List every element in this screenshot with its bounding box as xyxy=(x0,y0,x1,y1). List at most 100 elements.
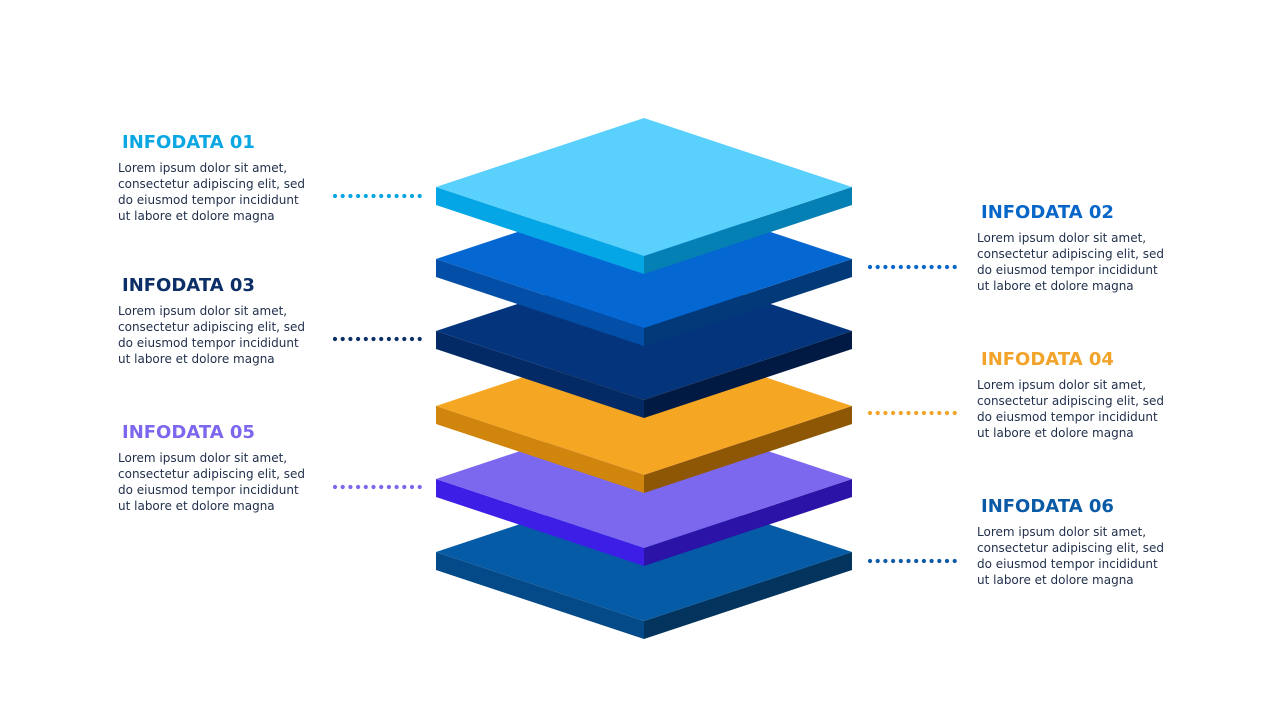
connector-06-dot xyxy=(952,558,957,564)
infodata-03-block: INFODATA 03 Lorem ipsum dolor sit amet, … xyxy=(118,275,318,367)
infodata-05-text: Lorem ipsum dolor sit amet, consectetur … xyxy=(118,451,306,513)
connector-04-dot xyxy=(906,410,911,416)
connector-04-dot xyxy=(891,410,896,416)
infodata-06-title: INFODATA 06 xyxy=(981,496,1114,517)
connector-03 xyxy=(332,336,422,342)
connector-05-dot xyxy=(394,484,399,490)
infodata-03-title: INFODATA 03 xyxy=(122,275,255,296)
connector-06-dot xyxy=(906,558,911,564)
connector-01-dot xyxy=(356,193,361,199)
layer-01-top-face xyxy=(436,118,852,256)
layer-05-right-face xyxy=(644,479,852,566)
connector-01-dot xyxy=(417,193,422,199)
connector-06-dot xyxy=(929,558,934,564)
infodata-06-block: INFODATA 06 Lorem ipsum dolor sit amet, … xyxy=(977,496,1177,588)
connector-05-dot xyxy=(348,484,353,490)
infodata-01-text: Lorem ipsum dolor sit amet, consectetur … xyxy=(118,161,306,223)
connector-03-dot xyxy=(348,336,353,342)
connector-01-dot xyxy=(409,193,415,199)
connector-03-dot xyxy=(402,336,407,342)
connector-05-dot xyxy=(340,484,345,490)
infodata-04-title: INFODATA 04 xyxy=(981,349,1114,370)
connector-04-dot xyxy=(867,410,873,416)
infodata-01-block: INFODATA 01 Lorem ipsum dolor sit amet, … xyxy=(118,132,318,224)
connector-01-dot xyxy=(402,193,407,199)
connector-05-dot xyxy=(417,484,422,490)
infodata-01-title: INFODATA 01 xyxy=(122,132,255,153)
connector-01-dot xyxy=(379,193,384,199)
layer-02-left-face xyxy=(436,259,644,346)
connector-05-dot xyxy=(356,484,361,490)
layer-01-right-face xyxy=(644,187,852,274)
infodata-02-text: Lorem ipsum dolor sit amet, consectetur … xyxy=(977,231,1165,293)
connector-06-dot xyxy=(875,558,880,564)
connector-05-dot xyxy=(379,484,384,490)
connector-02-dot xyxy=(952,264,957,270)
connector-04-dot xyxy=(921,410,927,416)
connector-06-dot xyxy=(891,558,896,564)
connector-03-dot xyxy=(409,336,415,342)
connector-04-dot xyxy=(883,410,888,416)
connector-02-dot xyxy=(875,264,880,270)
connector-03-dot xyxy=(386,336,391,342)
layer-03-left-face xyxy=(436,331,644,418)
connector-04-dot xyxy=(898,410,903,416)
connector-03-dot xyxy=(356,336,361,342)
connector-02-dot xyxy=(867,264,873,270)
layer-01 xyxy=(436,118,852,274)
connector-02-dot xyxy=(898,264,903,270)
connector-03-dot xyxy=(332,336,338,342)
connector-06-dot xyxy=(944,558,950,564)
connector-02-dot xyxy=(891,264,896,270)
connector-01-dot xyxy=(340,193,345,199)
connector-04-dot xyxy=(875,410,880,416)
infodata-03-text: Lorem ipsum dolor sit amet, consectetur … xyxy=(118,304,306,366)
layer-06-right-face xyxy=(644,552,852,639)
connector-04 xyxy=(867,410,957,416)
connector-02-dot xyxy=(944,264,950,270)
connector-05-dot xyxy=(363,484,368,490)
connector-05 xyxy=(332,484,422,490)
connector-05-dot xyxy=(402,484,407,490)
infodata-04-block: INFODATA 04 Lorem ipsum dolor sit amet, … xyxy=(977,349,1177,441)
connector-03-dot xyxy=(340,336,345,342)
connector-01-dot xyxy=(371,193,376,199)
connector-06-dot xyxy=(867,558,873,564)
connector-03-dot xyxy=(379,336,384,342)
infodata-06-text: Lorem ipsum dolor sit amet, consectetur … xyxy=(977,525,1165,587)
connector-01-dot xyxy=(363,193,368,199)
connector-04-dot xyxy=(929,410,934,416)
connector-06 xyxy=(867,558,957,564)
connector-04-dot xyxy=(914,410,919,416)
connector-06-dot xyxy=(937,558,942,564)
infodata-05-title: INFODATA 05 xyxy=(122,422,255,443)
infodata-02-block: INFODATA 02 Lorem ipsum dolor sit amet, … xyxy=(977,202,1177,294)
connector-03-dot xyxy=(363,336,368,342)
connector-02 xyxy=(867,264,957,270)
connector-05-dot xyxy=(371,484,376,490)
connector-02-dot xyxy=(883,264,888,270)
connector-06-dot xyxy=(883,558,888,564)
connector-05-dot xyxy=(409,484,415,490)
connector-02-dot xyxy=(937,264,942,270)
connector-03-dot xyxy=(371,336,376,342)
connector-06-dot xyxy=(921,558,927,564)
connector-01-dot xyxy=(332,193,338,199)
layer-04-right-face xyxy=(644,406,852,493)
connector-04-dot xyxy=(944,410,950,416)
connector-01-dot xyxy=(386,193,391,199)
connector-05-dot xyxy=(386,484,391,490)
connector-03-dot xyxy=(417,336,422,342)
connector-04-dot xyxy=(952,410,957,416)
connector-02-dot xyxy=(906,264,911,270)
layer-05-left-face xyxy=(436,479,644,566)
layer-06-left-face xyxy=(436,552,644,639)
connector-01 xyxy=(332,193,422,199)
infodata-05-block: INFODATA 05 Lorem ipsum dolor sit amet, … xyxy=(118,422,318,514)
connector-01-dot xyxy=(394,193,399,199)
connector-02-dot xyxy=(921,264,927,270)
connector-03-dot xyxy=(394,336,399,342)
connector-05-dot xyxy=(332,484,338,490)
connector-06-dot xyxy=(898,558,903,564)
